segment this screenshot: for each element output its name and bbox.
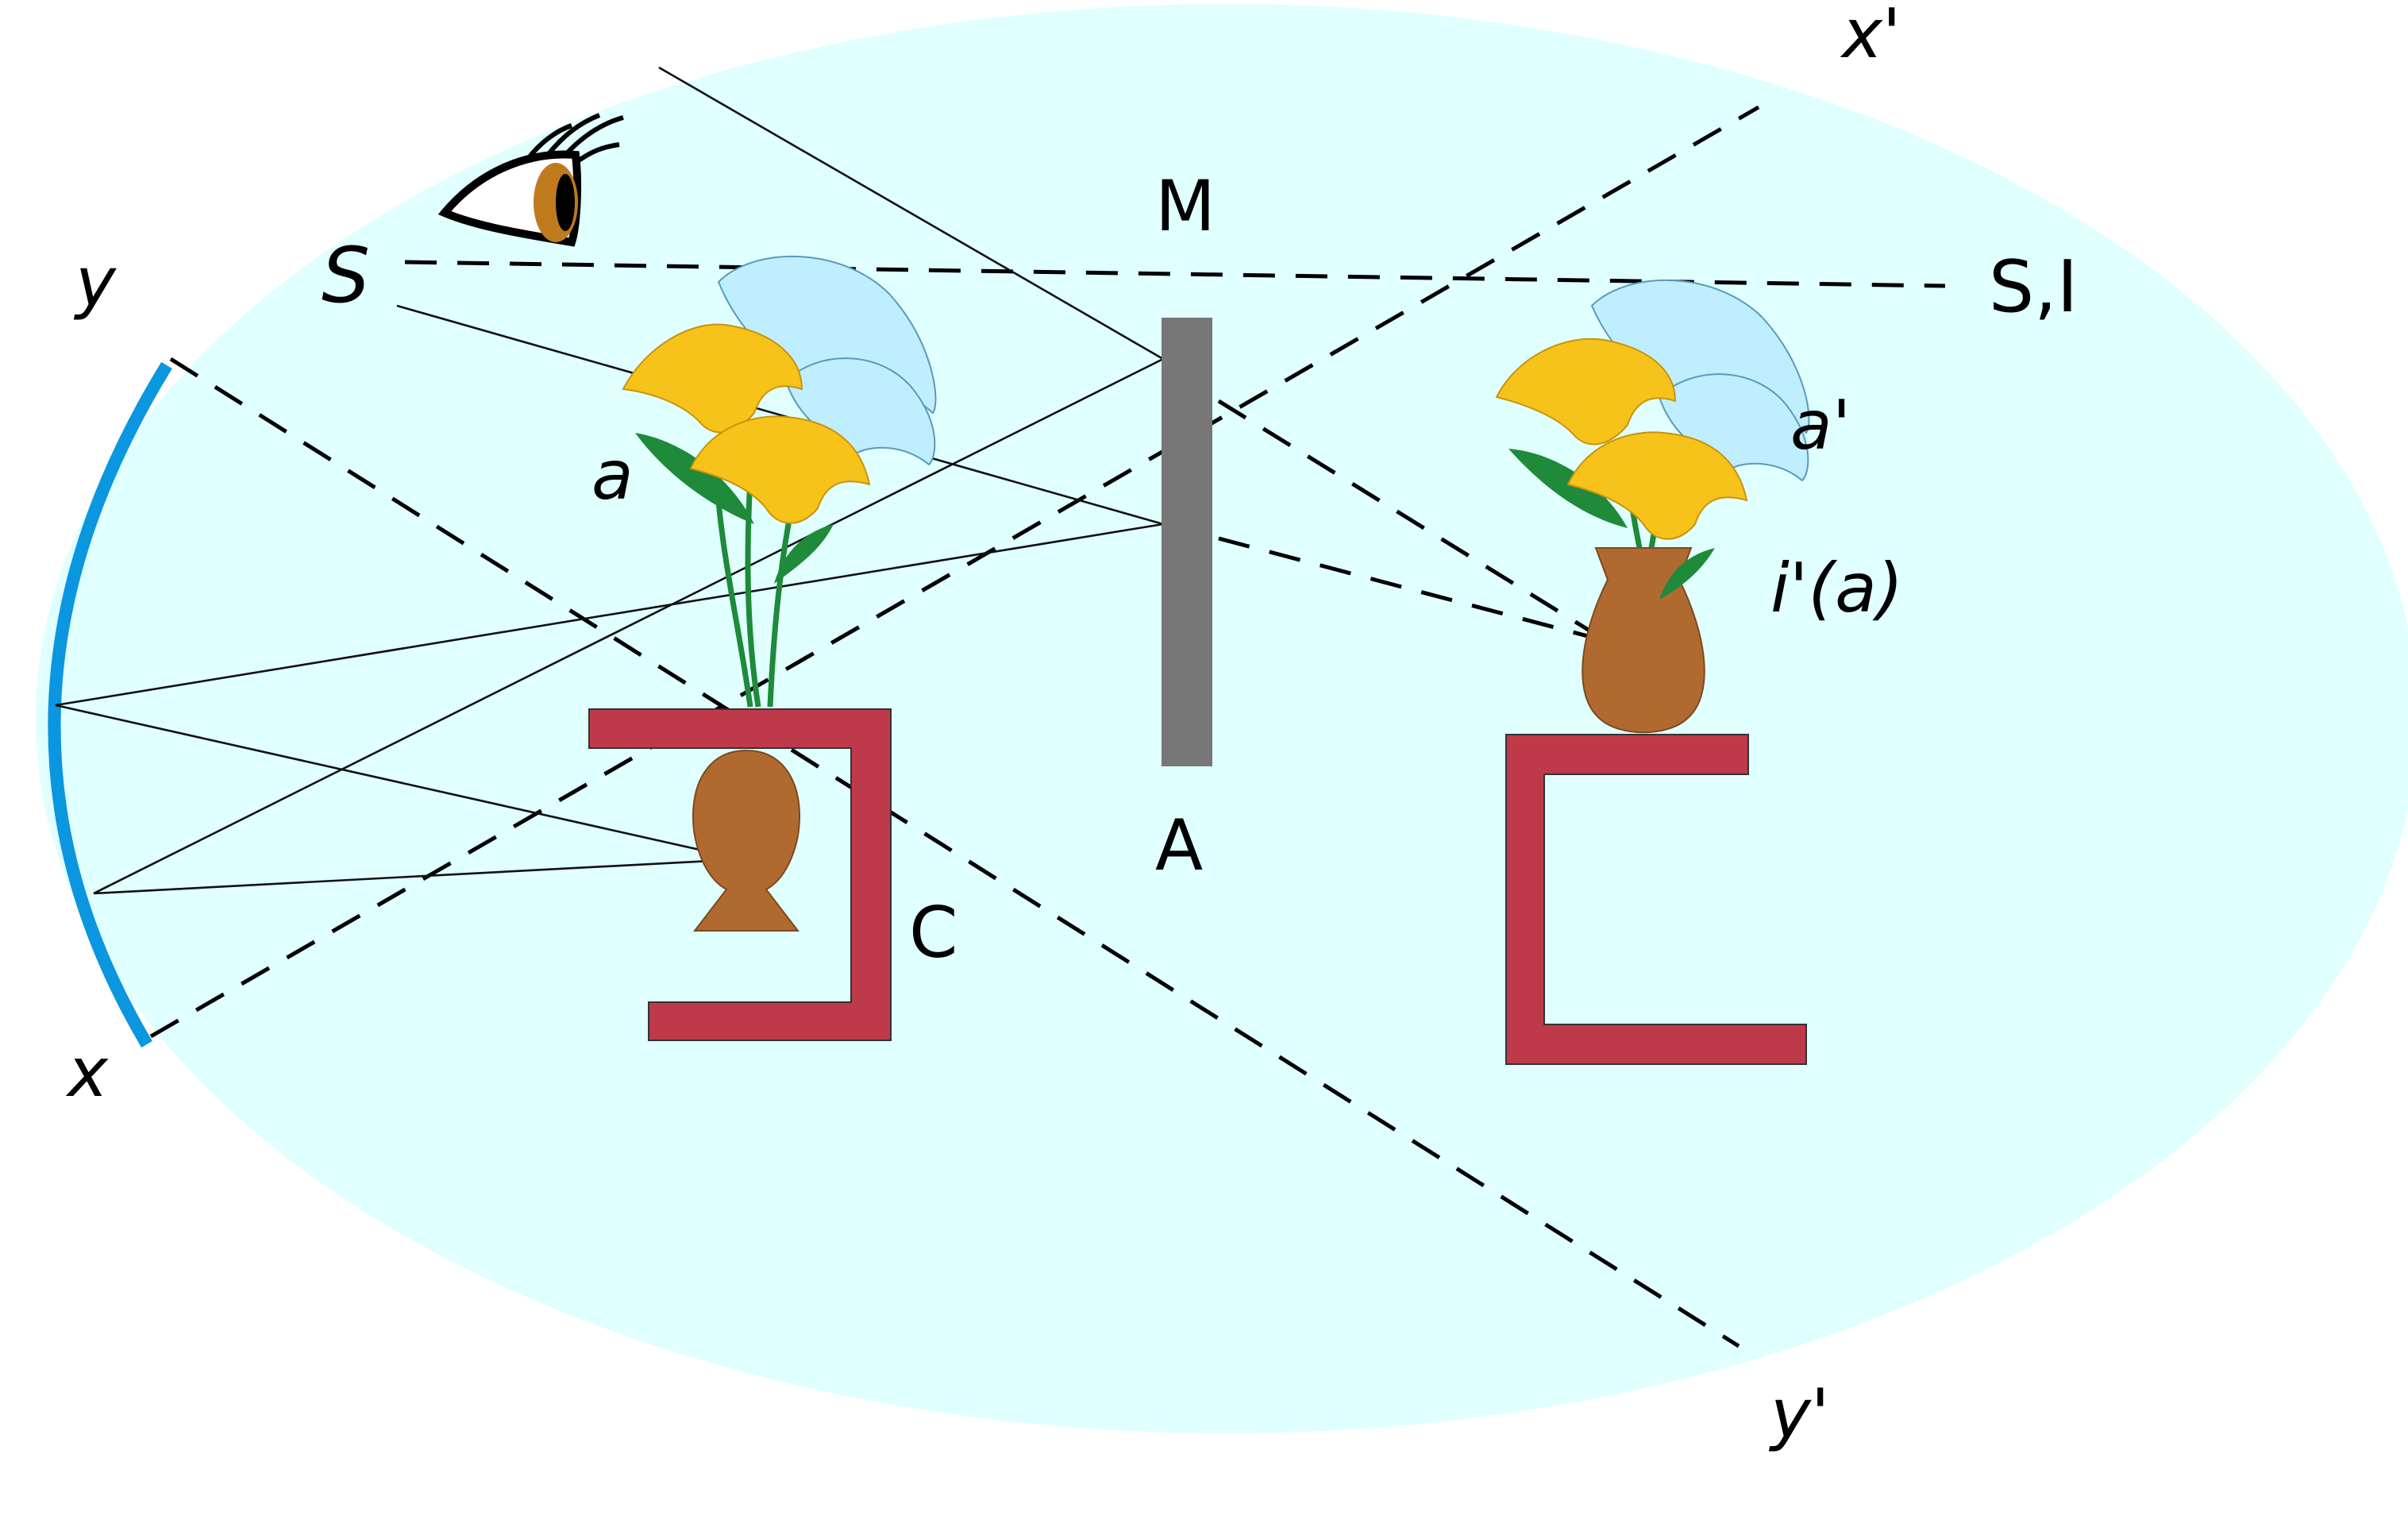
eye-pupil (556, 174, 575, 231)
label-x: x (65, 1033, 109, 1113)
label-mirror-a: A (1155, 804, 1203, 886)
box-right (1505, 734, 1807, 1065)
axis-y-to-y-prime (169, 357, 1740, 1348)
label-i-prime-a: i'(a) (1770, 549, 1903, 628)
ray-4 (55, 523, 1164, 707)
label-s-right: S,I (1989, 245, 2078, 329)
box-left (588, 708, 892, 1041)
yellow-flower-left-1 (622, 323, 803, 434)
leaf-left-1 (635, 433, 754, 524)
concave-mirror (48, 361, 172, 1048)
leaf-right-1 (1508, 449, 1628, 528)
yellow-flower-right-1 (1495, 338, 1677, 446)
vase-left (692, 749, 800, 932)
label-a: a (591, 436, 634, 515)
yellow-flower-left-2 (689, 415, 871, 524)
label-c: C (909, 892, 957, 974)
light-rays (55, 66, 1164, 895)
flower-bouquet-left (622, 255, 937, 708)
ray-2 (396, 304, 1164, 526)
ray-1 (658, 66, 1164, 361)
label-a-prime: a' (1790, 386, 1851, 465)
label-s-left: S (322, 231, 370, 320)
leaf-left-2 (774, 524, 834, 584)
vase-right (1582, 547, 1705, 734)
ray-3 (93, 357, 1164, 895)
eyelashes (526, 113, 624, 165)
plane-screen (1162, 318, 1212, 766)
label-m: M (1155, 165, 1216, 247)
leaf-right-2 (1659, 548, 1715, 600)
ray-5 (55, 704, 707, 853)
label-y-prime: y' (1768, 1375, 1830, 1454)
ray-6 (93, 859, 711, 895)
flower-bouquet-right (1495, 279, 1810, 600)
axis-x-to-x-prime (149, 105, 1760, 1039)
image-ray-lower (1218, 536, 1601, 642)
image-ray-upper (1217, 399, 1601, 639)
yellow-flower-right-2 (1566, 431, 1748, 540)
background-ellipse (36, 4, 2408, 1433)
label-x-prime: x' (1840, 0, 1901, 74)
eye-icon (437, 113, 624, 247)
label-y: y (73, 243, 117, 322)
